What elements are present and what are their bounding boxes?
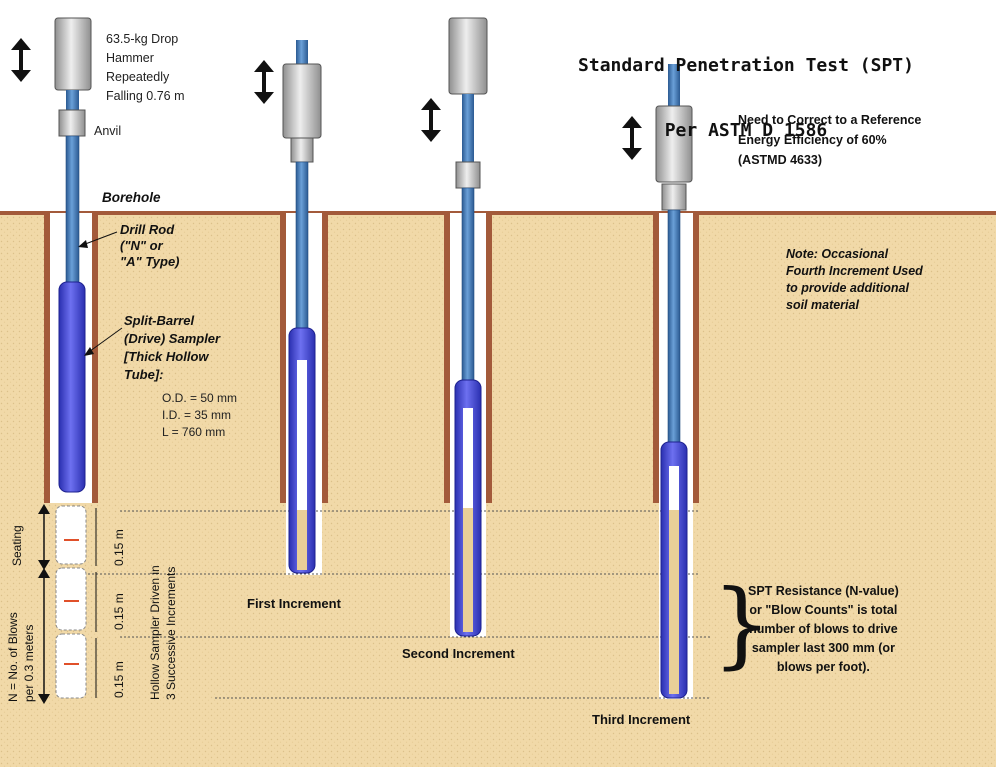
rod-top-3 <box>462 94 474 162</box>
hollow-sampler-label-1: Hollow Sampler Driven in <box>148 565 162 700</box>
sampler-1 <box>58 281 86 493</box>
title-line-2: Per ASTM D 1586 <box>664 119 828 141</box>
soil-core-4 <box>669 510 679 694</box>
n-blows-label-1: N = No. of Blows <box>6 612 20 702</box>
rod-top-4 <box>668 64 680 108</box>
drill-rod-1 <box>65 135 80 287</box>
sampler-leader <box>85 327 123 355</box>
increment-015-mid: 0.15 m <box>112 593 126 630</box>
double-arrow-icon <box>11 38 31 82</box>
double-arrow-icon <box>254 60 274 104</box>
sample-core-4 <box>669 466 679 510</box>
second-increment-label: Second Increment <box>402 646 515 661</box>
diagram-title: Standard Penetration Test (SPT) Per ASTM… <box>566 12 926 163</box>
seating-arrow-icon <box>38 504 50 570</box>
assembly-4 <box>655 64 693 699</box>
anvil-label: Anvil <box>94 124 122 138</box>
borehole-label: Borehole <box>102 190 161 205</box>
hammer-3 <box>448 17 488 95</box>
title-line-1: Standard Penetration Test (SPT) <box>578 55 914 77</box>
anvil-3 <box>455 161 481 189</box>
brace-icon: } <box>712 570 772 679</box>
drill-rod-2 <box>295 161 309 333</box>
rod-top-1 <box>66 90 79 110</box>
sampler-leader-arrow-icon <box>84 347 94 356</box>
sample-core-3 <box>463 408 473 508</box>
hammer-label: 63.5-kg Drop Hammer Repeatedly Falling 0… <box>106 32 185 103</box>
assembly-1 <box>54 17 92 493</box>
hollow-sampler-label-2: 3 Successive Increments <box>164 566 178 700</box>
drill-rod-3 <box>461 187 475 385</box>
drill-rod-4 <box>667 209 681 447</box>
rod-top-2 <box>296 40 308 66</box>
soil-core-2 <box>297 510 307 570</box>
anvil-1 <box>58 109 86 137</box>
first-increment-label: First Increment <box>247 596 341 611</box>
hammer-1 <box>54 17 92 91</box>
hammer-4 <box>655 105 693 183</box>
increment-015-top: 0.15 m <box>112 529 126 566</box>
sample-core-2 <box>297 360 307 510</box>
increment-boxes <box>55 505 87 699</box>
correction-note: Need to Correct to a Reference Energy Ef… <box>738 113 922 167</box>
hammer-2 <box>282 63 322 139</box>
third-increment-label: Third Increment <box>592 712 691 727</box>
assembly-2 <box>282 40 322 574</box>
increment-015-bottom: 0.15 m <box>112 661 126 698</box>
anvil-2 <box>290 137 314 163</box>
anvil-4 <box>661 183 687 211</box>
drill-rod-leader-arrow-icon <box>78 240 88 248</box>
soil-ground <box>0 212 996 767</box>
n-blows-arrow-icon <box>38 568 50 704</box>
assembly-3 <box>448 17 488 637</box>
double-arrow-icon <box>622 116 642 160</box>
occasional-note: Note: Occasional Fourth Increment Used t… <box>786 247 923 312</box>
sampler-dims: O.D. = 50 mm I.D. = 35 mm L = 760 mm <box>162 391 238 439</box>
n-blows-label-2: per 0.3 meters <box>22 624 36 702</box>
seating-label: Seating <box>10 525 24 566</box>
double-arrow-icon <box>421 98 441 142</box>
sampler-label: Split-Barrel (Drive) Sampler [Thick Holl… <box>124 313 221 382</box>
spt-resistance-note: SPT Resistance (N-value) or "Blow Counts… <box>748 584 899 674</box>
drill-rod-label: Drill Rod ("N" or "A" Type) <box>120 222 180 269</box>
soil-core-3 <box>463 508 473 632</box>
